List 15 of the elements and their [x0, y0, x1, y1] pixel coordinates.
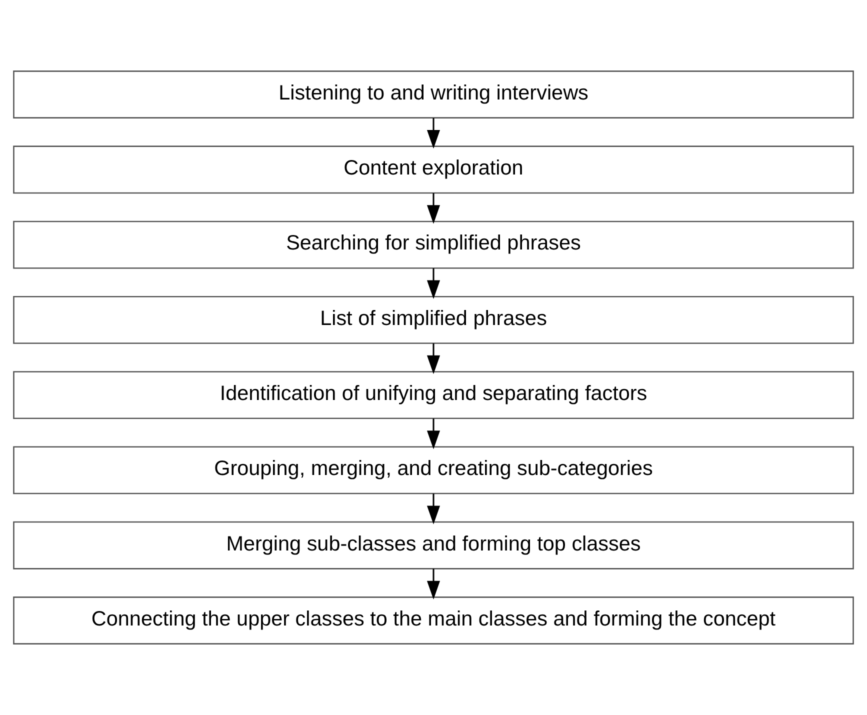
node-box: Searching for simplified phrases — [13, 220, 854, 269]
arrow — [426, 193, 440, 224]
arrow — [426, 568, 440, 600]
arrow — [426, 418, 440, 450]
node-box: Listening to and writing interviews — [13, 70, 854, 118]
node-box: Identification of unifying and separating factors — [13, 371, 854, 420]
arrow — [426, 118, 440, 149]
node-box: Merging sub-classes and forming top classes — [13, 521, 854, 570]
node-box: Grouping, merging, and creating sub-categories — [13, 446, 854, 494]
arrow — [426, 343, 440, 374]
node-box: List of simplified phrases — [13, 296, 854, 344]
arrow — [426, 494, 440, 524]
node-box: Content exploration — [13, 146, 854, 194]
arrow — [426, 268, 440, 299]
node-box: Connecting the upper classes to the main classes and forming the concept — [13, 596, 854, 644]
